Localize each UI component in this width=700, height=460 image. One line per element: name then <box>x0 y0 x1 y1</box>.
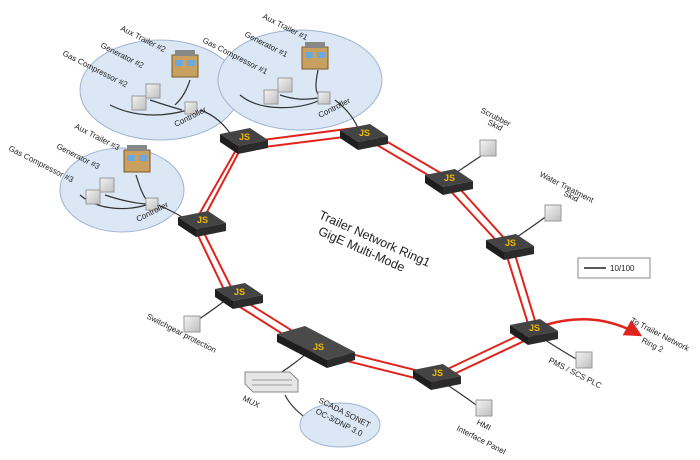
switch-1: JS <box>220 128 268 154</box>
switch-1-logo: JS <box>239 132 250 142</box>
switch-9-logo: JS <box>197 215 208 225</box>
pms-plc-box <box>575 351 593 369</box>
generator-2-box <box>145 83 161 99</box>
switch-5-logo: JS <box>529 323 540 333</box>
controller-1-box <box>317 91 331 105</box>
switch-8: JS <box>215 283 263 309</box>
switch-5: JS <box>510 319 558 345</box>
cluster-1-area <box>217 29 383 131</box>
compressor-3-box <box>85 189 101 205</box>
switch-3: JS <box>425 169 473 195</box>
hmi-label-line1: HMI <box>475 418 492 433</box>
switch-6: JS <box>413 364 461 390</box>
generator-3-box <box>99 177 115 193</box>
switchgear-label: Switchgear protection <box>145 312 218 355</box>
switch-7-rack: JS <box>277 326 355 368</box>
ring2-arrow <box>544 318 643 337</box>
ring-switches: JS JS JS JS JS JS JS JS <box>178 124 558 390</box>
water-treatment-label-line1: Water Treatment <box>538 170 596 205</box>
cluster-3-area <box>59 147 185 233</box>
controller-3-box <box>145 197 159 211</box>
ring-title: Trailer Network Ring1 GigE Multi-Mode <box>316 208 432 275</box>
switch-2: JS <box>340 124 388 150</box>
mux-label: MUX <box>241 394 262 410</box>
legend: 10/100 <box>577 257 651 279</box>
mux-device <box>244 371 299 393</box>
scada-area <box>299 402 381 448</box>
fiber-ring <box>191 125 541 385</box>
switch-6-logo: JS <box>432 368 443 378</box>
compressor-1-box <box>263 89 279 105</box>
legend-box <box>577 257 651 279</box>
generator-1-box <box>277 77 293 93</box>
switch-9: JS <box>178 211 226 237</box>
switchgear-box <box>183 315 201 333</box>
switch-4-logo: JS <box>505 238 516 248</box>
switch-7-logo: JS <box>313 342 324 352</box>
pms-plc-label: PMS / SCS PLC <box>547 356 603 391</box>
switch-3-logo: JS <box>444 173 455 183</box>
switch-8-logo: JS <box>234 287 245 297</box>
switch-2-logo: JS <box>359 128 370 138</box>
switch-4: JS <box>486 234 534 260</box>
cluster-2-devices <box>131 50 199 115</box>
hmi-panel-box <box>475 399 493 417</box>
cluster-3-devices <box>85 145 159 211</box>
water-treatment-skid-box <box>544 204 562 222</box>
controller-2-box <box>184 101 198 115</box>
scrubber-skid-box <box>479 139 497 157</box>
compressor-2-box <box>131 95 147 111</box>
legend-label: 10/100 <box>610 264 635 273</box>
cluster-1-devices <box>263 42 331 105</box>
